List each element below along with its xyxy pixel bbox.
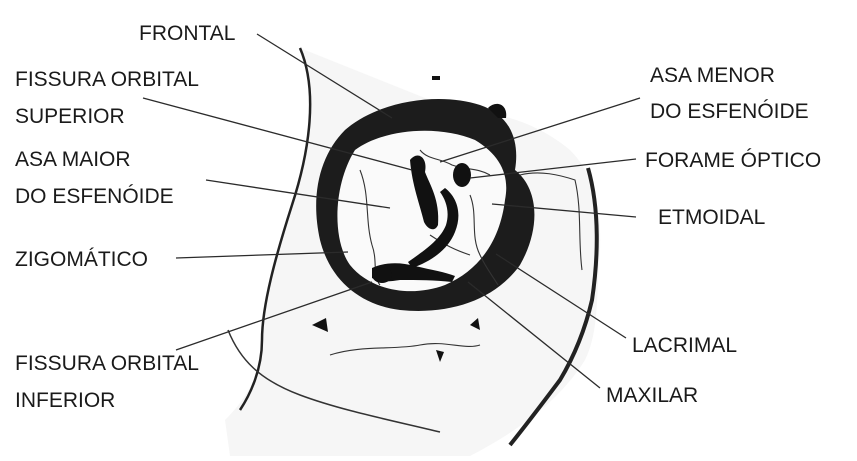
label-fissura-superior-line1: FISSURA ORBITAL (15, 68, 199, 91)
label-fissura-inferior-line2: INFERIOR (15, 389, 115, 412)
label-etmoidal: ETMOIDAL (658, 206, 765, 229)
label-asa-menor-line2: DO ESFENÓIDE (650, 100, 809, 123)
label-lacrimal: LACRIMAL (632, 334, 737, 357)
label-asa-maior-line2: DO ESFENÓIDE (15, 185, 174, 208)
label-maxilar: MAXILAR (606, 384, 698, 407)
mark-1 (432, 76, 440, 80)
optic-foramen (453, 163, 471, 187)
label-fissura-superior-line2: SUPERIOR (15, 105, 125, 128)
label-frontal: FRONTAL (139, 22, 235, 45)
label-asa-maior-line1: ASA MAIOR (15, 148, 131, 171)
label-zigomatico: ZIGOMÁTICO (15, 248, 148, 271)
label-asa-menor-line1: ASA MENOR (650, 64, 775, 87)
label-fissura-inferior-line1: FISSURA ORBITAL (15, 352, 199, 375)
label-forame-optico: FORAME ÓPTICO (645, 149, 821, 172)
inferior-fissure-end (372, 267, 392, 283)
